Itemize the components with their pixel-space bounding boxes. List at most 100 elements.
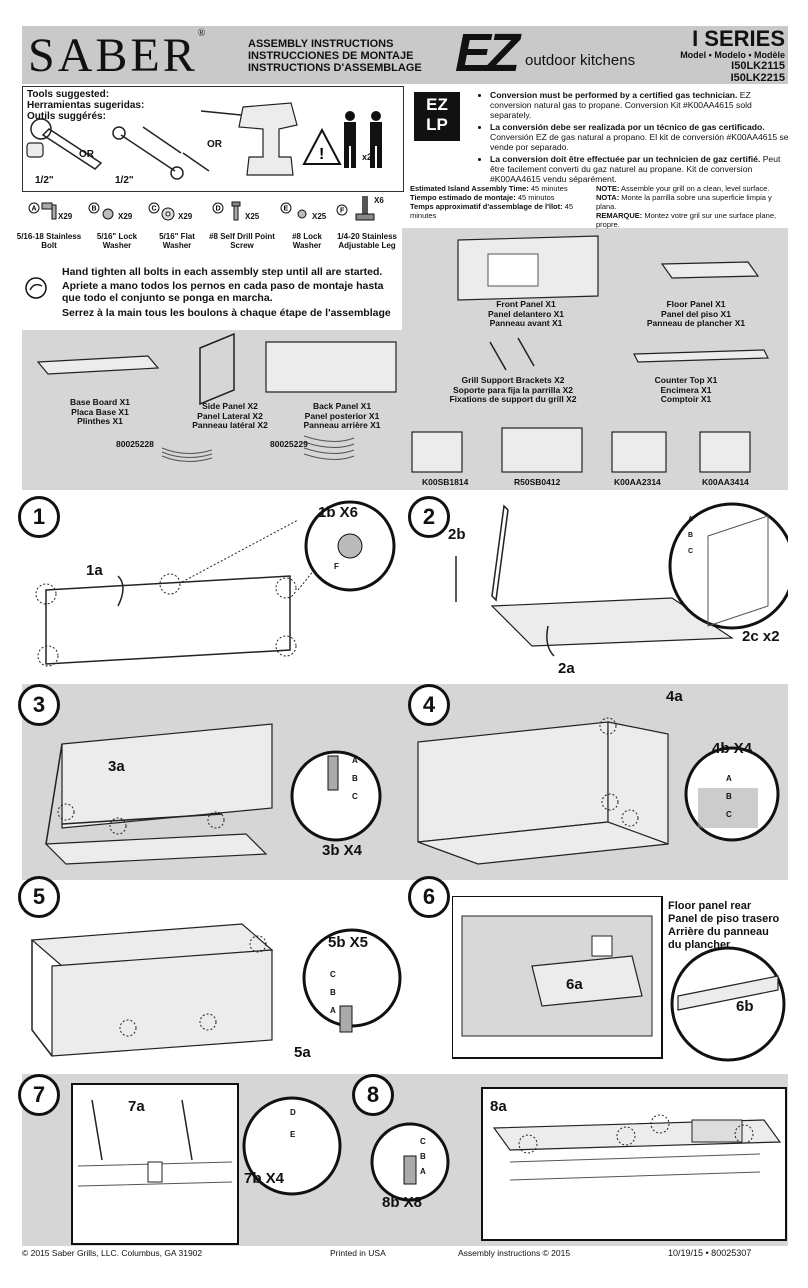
- lock-washer-small-icon: [297, 209, 307, 219]
- surface-note: NOTE: Assemble your grill on a clean, le…: [596, 184, 777, 229]
- tools-illustration: [26, 102, 298, 180]
- header-band: [22, 26, 788, 84]
- step-1-number: 1: [18, 496, 60, 538]
- part-k3: K00AA2314: [614, 477, 661, 487]
- tools-heading: Tools suggested: Herramientas sugeridas:…: [27, 89, 145, 122]
- step-3-drawing: [44, 723, 382, 865]
- ez-subtitle: outdoor kitchens: [525, 52, 636, 69]
- step-4-number: 4: [408, 684, 450, 726]
- socket-icon: [26, 142, 44, 158]
- footer-code: 10/19/15 • 80025307: [668, 1248, 752, 1258]
- step-3a-label: 3a: [108, 758, 125, 775]
- svg-text:F: F: [340, 208, 345, 215]
- footer-copyright: © 2015 Saber Grills, LLC. Columbus, GA 3…: [22, 1248, 203, 1258]
- step-2b-label: 2b: [448, 526, 466, 543]
- floor-panel-drawing: [660, 261, 760, 279]
- step-2c-label: 2c x2: [742, 628, 780, 645]
- step-8-number: 8: [352, 1074, 394, 1116]
- size-label-1: 1/2": [35, 175, 54, 186]
- hand-icon: [25, 277, 47, 299]
- warning-people: !: [302, 111, 382, 168]
- series-block: I SERIES Model • Modelo • Modèle I50LK21…: [680, 26, 785, 85]
- step-4b-label: 4b X4: [712, 740, 753, 757]
- ratchet-icon: [41, 128, 103, 170]
- step-8-drawing: [370, 1087, 787, 1241]
- step-6-number: 6: [408, 876, 450, 918]
- people-count: x2: [362, 152, 373, 162]
- ez-logo: EZ: [455, 23, 520, 83]
- part-k1: K00SB1814: [422, 477, 469, 487]
- parts-drawings: [36, 235, 769, 473]
- tools-box: Tools suggested: Herramientas sugeridas:…: [22, 86, 404, 192]
- step-1b-f: F: [334, 562, 339, 571]
- screw-icon: [231, 201, 241, 207]
- step-1-drawing: [35, 500, 396, 667]
- drill-icon: [238, 102, 298, 176]
- hw-qty-e: X25: [312, 212, 327, 221]
- hand-tighten-notice: Hand tighten all bolts in each assembly …: [22, 262, 402, 330]
- assembly-time: Estimated Island Assembly Time: 45 minut…: [410, 184, 574, 220]
- footer-printed: Printed in USA: [330, 1248, 386, 1258]
- svg-text:E: E: [284, 206, 289, 213]
- or-label-2: OR: [207, 139, 222, 150]
- grill-brackets-drawing: [489, 337, 535, 371]
- door-k00aa2314: [611, 431, 667, 473]
- step-5a-label: 5a: [294, 1044, 311, 1061]
- hw-qty-d: X25: [245, 212, 260, 221]
- svg-text:C: C: [152, 206, 157, 213]
- step-6a-label: 6a: [566, 976, 583, 993]
- step-6b-label: 6b: [736, 998, 754, 1015]
- step-5b-label: 5b X5: [328, 934, 369, 951]
- or-label-1: OR: [79, 149, 94, 160]
- conversion-notice: Conversion must be performed by a certif…: [478, 90, 790, 186]
- svg-text:A: A: [32, 206, 37, 213]
- svg-text:!: !: [319, 146, 324, 163]
- step-8b-label: 8b X8: [382, 1194, 423, 1211]
- back-panel-drawing: [265, 341, 397, 393]
- hardware-icons: A B C D E F: [28, 196, 375, 221]
- bolt-icon: [41, 202, 53, 210]
- side-burner-k00sb1814: [411, 431, 463, 473]
- step-7-number: 7: [18, 1074, 60, 1116]
- step-1a-label: 1a: [86, 562, 103, 579]
- step-4a-label: 4a: [666, 688, 683, 705]
- step-6-drawing: [452, 896, 786, 1062]
- cable-80025228: [161, 447, 213, 462]
- step-3-number: 3: [18, 684, 60, 726]
- hardware-strip: [22, 192, 402, 262]
- footer-assembly: Assembly instructions © 2015: [458, 1248, 571, 1258]
- step-8a-label: 8a: [490, 1098, 507, 1115]
- people-icon: [344, 111, 382, 168]
- svg-text:D: D: [216, 206, 221, 213]
- hw-qty-c: X29: [178, 212, 193, 221]
- step-3b-label: 3b X4: [322, 842, 363, 859]
- lock-washer-icon: [102, 208, 114, 220]
- step-7-drawing: [71, 1083, 342, 1245]
- step-7b-label: 7b X4: [244, 1170, 285, 1187]
- base-board-drawing: [36, 355, 160, 375]
- side-panel-drawing: [199, 332, 235, 406]
- step-1b-label: 1b X6: [318, 504, 359, 521]
- drawer-k00aa3414: [699, 431, 751, 473]
- part-k4: K00AA3414: [702, 477, 749, 487]
- step-2-drawing: [455, 502, 788, 657]
- part-k2: R50SB0412: [514, 477, 561, 487]
